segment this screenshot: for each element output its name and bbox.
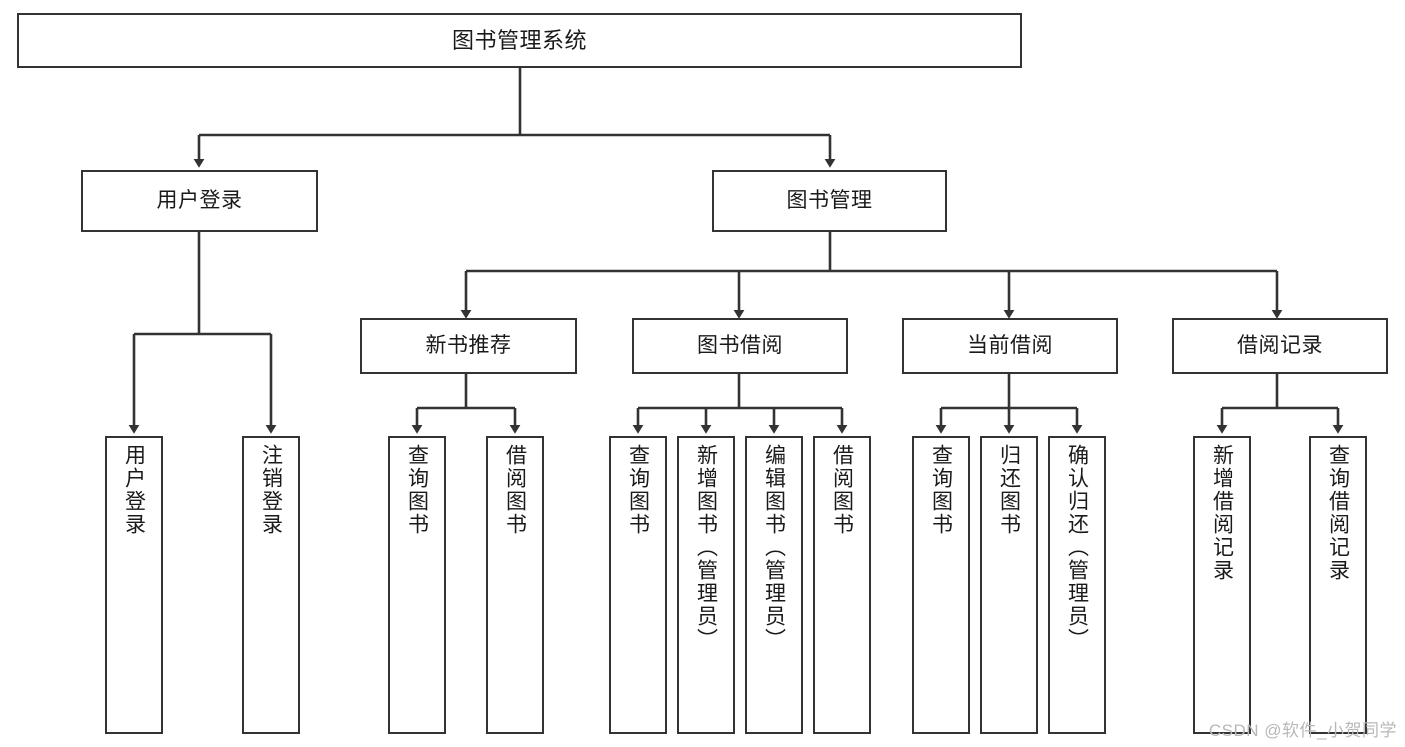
leaf-query-book-newbook[interactable]: 查询图书 [388, 436, 446, 734]
node-label: 新书推荐 [425, 333, 512, 357]
watermark-text: CSDN @软件_小贺同学 [1208, 721, 1397, 740]
leaf-borrow-book[interactable]: 借阅图书 [813, 436, 871, 734]
node-borrowing-records[interactable]: 借阅记录 [1172, 318, 1388, 374]
node-book-management[interactable]: 图书管理 [712, 170, 947, 232]
node-label: 当前借阅 [967, 333, 1053, 357]
node-label: 图书借阅 [697, 333, 783, 357]
node-book-borrowing[interactable]: 图书借阅 [632, 318, 848, 374]
node-user-login[interactable]: 用户登录 [81, 170, 318, 232]
node-root-book-management-system[interactable]: 图书管理系统 [17, 13, 1022, 68]
node-label: 确认归还（管理员） [1065, 444, 1089, 651]
node-label: 借阅图书 [830, 444, 854, 536]
leaf-confirm-return-admin[interactable]: 确认归还（管理员） [1048, 436, 1106, 734]
node-label: 新增借阅记录 [1210, 444, 1234, 582]
node-label: 图书管理 [786, 188, 873, 212]
leaf-logout[interactable]: 注销登录 [242, 436, 300, 734]
node-current-borrowing[interactable]: 当前借阅 [902, 318, 1118, 374]
node-label: 图书管理系统 [451, 27, 587, 53]
leaf-add-borrow-record[interactable]: 新增借阅记录 [1193, 436, 1251, 734]
node-label: 新增图书（管理员） [694, 444, 718, 651]
leaf-query-book-current[interactable]: 查询图书 [912, 436, 970, 734]
node-label: 查询图书 [405, 444, 429, 536]
node-label: 编辑图书（管理员） [762, 444, 786, 651]
leaf-add-book-admin[interactable]: 新增图书（管理员） [677, 436, 735, 734]
node-label: 借阅图书 [503, 444, 527, 536]
node-label: 借阅记录 [1237, 333, 1323, 357]
leaf-borrow-book-newbook[interactable]: 借阅图书 [486, 436, 544, 734]
leaf-return-book[interactable]: 归还图书 [980, 436, 1038, 734]
leaf-user-login[interactable]: 用户登录 [105, 436, 163, 734]
node-label: 归还图书 [997, 444, 1021, 536]
node-label: 注销登录 [259, 444, 283, 536]
node-label: 查询图书 [626, 444, 650, 536]
node-new-book-recommendation[interactable]: 新书推荐 [360, 318, 577, 374]
leaf-query-book-borrow[interactable]: 查询图书 [609, 436, 667, 734]
node-label: 用户登录 [156, 188, 243, 212]
node-label: 查询图书 [929, 444, 953, 536]
node-label: 用户登录 [122, 444, 146, 536]
leaf-edit-book-admin[interactable]: 编辑图书（管理员） [745, 436, 803, 734]
leaf-query-borrow-record[interactable]: 查询借阅记录 [1309, 436, 1367, 734]
node-label: 查询借阅记录 [1326, 444, 1350, 582]
